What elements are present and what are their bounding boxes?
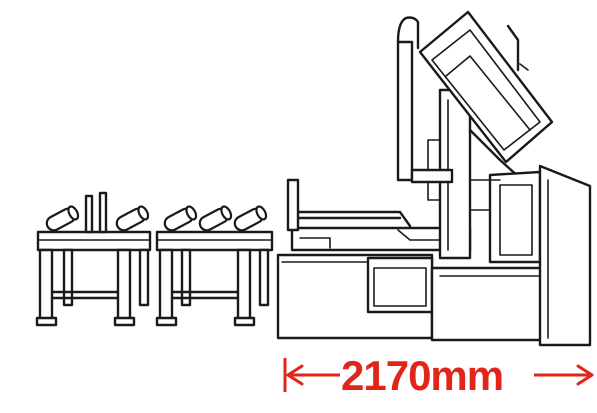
roller-left-1: [45, 205, 80, 232]
feed-post: [286, 178, 300, 232]
dimension-label: 2170mm: [341, 352, 503, 399]
bandsaw-machine: [276, 10, 592, 347]
stand-right-top: [155, 230, 274, 252]
roller-stand-right: [155, 205, 274, 327]
machine-column-left: [396, 40, 414, 182]
roller-right-1: [163, 205, 198, 232]
dimension-arrow-right-icon: [534, 364, 594, 386]
stand-left-leg-1: [38, 248, 54, 322]
roller-right-3: [233, 205, 268, 232]
stand-left-top: [36, 230, 152, 252]
roller-left-2: [115, 205, 150, 232]
stand-left-leg-2: [116, 248, 132, 322]
stand-left-guide-post: [84, 194, 94, 234]
saw-head: [418, 10, 554, 164]
dimension-indicator: 2170mm: [283, 352, 594, 399]
roller-right-2: [198, 205, 233, 232]
dimension-arrow-left-icon: [283, 358, 340, 392]
roller-stand-left: [35, 191, 152, 327]
machine-guard-right: [538, 164, 592, 347]
